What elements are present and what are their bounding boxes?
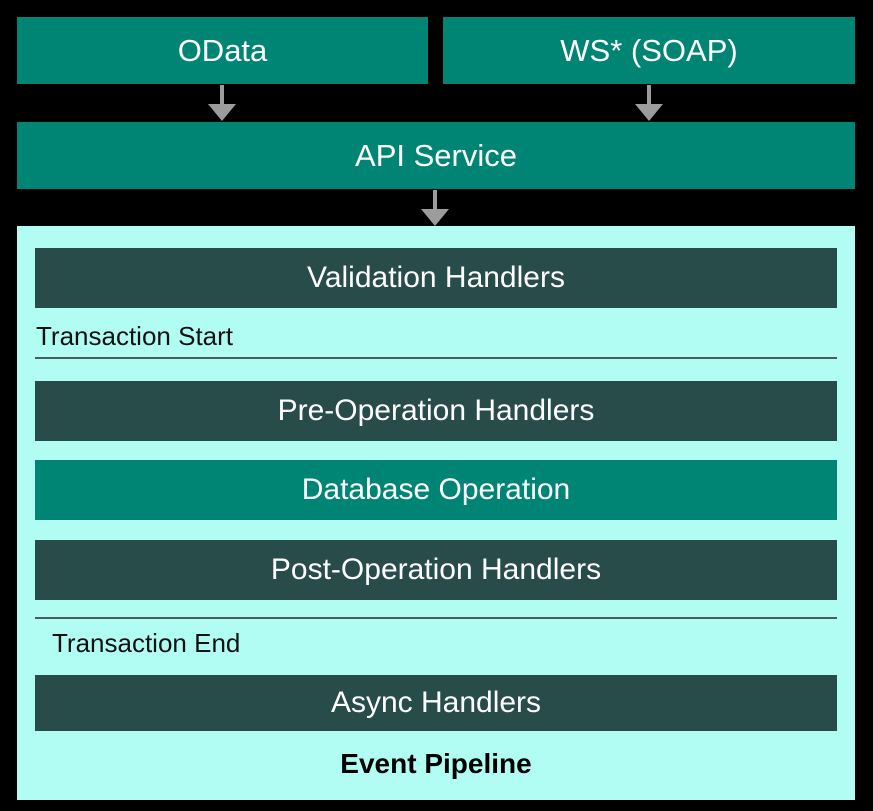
arrow-stem [647,85,651,105]
stage-validation-handlers: Validation Handlers [35,248,837,308]
arrow-down-odata-to-api-icon [208,85,236,121]
soap-node: WS* (SOAP) [443,17,855,84]
transaction-start-divider [35,357,837,359]
stage-database-operation: Database Operation [35,460,837,520]
api-service-node: API Service [17,122,855,189]
odata-node: OData [17,17,428,84]
arrow-down-soap-to-api-icon [635,85,663,121]
stage-post-operation-handlers: Post-Operation Handlers [35,540,837,600]
event-pipeline-container: Validation Handlers Transaction Start Pr… [17,226,855,800]
event-pipeline-caption: Event Pipeline [340,748,532,779]
arrow-head [635,104,663,121]
stage-pre-operation-handlers: Pre-Operation Handlers [35,381,837,441]
arrow-head [421,209,449,226]
arrow-stem [220,85,224,105]
arrow-down-api-to-pipeline-icon [421,190,449,226]
arrow-head [208,104,236,121]
stage-async-handlers: Async Handlers [35,675,837,731]
transaction-end-label: Transaction End [52,628,241,658]
arrow-stem [433,190,437,210]
transaction-start-label: Transaction Start [36,321,234,351]
transaction-end-divider [35,617,837,619]
